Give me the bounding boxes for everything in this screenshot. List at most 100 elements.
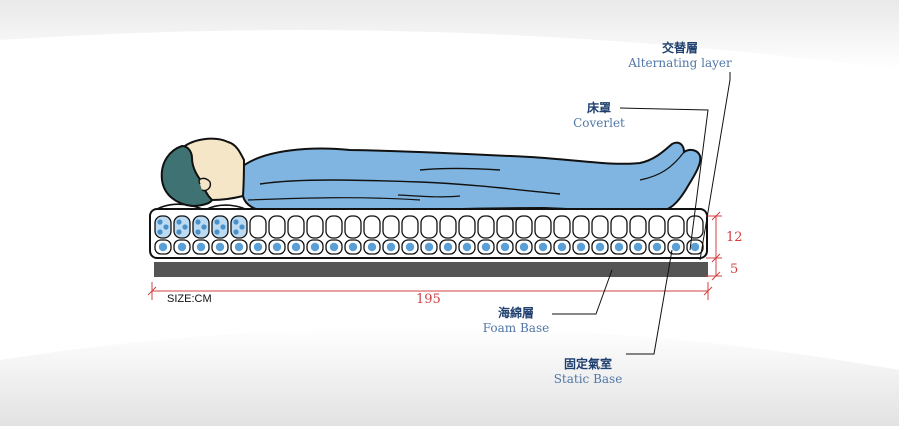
- static-cell-bubble: [272, 242, 282, 252]
- air-bubble: [220, 224, 226, 230]
- alternating-cell: [515, 215, 533, 239]
- alternating-cell: [496, 215, 514, 239]
- alternating-cell: [230, 215, 248, 239]
- air-cell: [591, 215, 609, 255]
- air-bubble: [201, 224, 207, 230]
- coverlet-zh: 床罩: [586, 101, 611, 115]
- static-cell-bubble: [614, 242, 624, 252]
- alternating-cell: [287, 215, 305, 239]
- static-cell-bubble: [310, 242, 320, 252]
- alternating-cell: [553, 215, 571, 239]
- alternating-cell: [363, 215, 381, 239]
- air-cells: [154, 215, 704, 255]
- alternating-cell: [306, 215, 324, 239]
- air-cell: [629, 215, 647, 255]
- alternating-layer-zh: 交替層: [661, 41, 698, 55]
- static-base-zh: 固定氣室: [563, 357, 612, 371]
- air-cell: [401, 215, 419, 255]
- air-bubble: [176, 219, 182, 225]
- air-cell: [344, 215, 362, 255]
- foam-base: [154, 262, 708, 277]
- static-cell-bubble: [538, 242, 548, 252]
- leader-lines: [552, 72, 731, 355]
- air-cell: [496, 215, 514, 255]
- static-cell-bubble: [367, 242, 377, 252]
- alternating-cell: [173, 215, 191, 239]
- static-cell-bubble: [443, 242, 453, 252]
- air-cell: [192, 215, 210, 255]
- foam-base-en: Foam Base: [482, 321, 550, 335]
- alternating-cell: [401, 215, 419, 239]
- alternating-cell: [629, 215, 647, 239]
- alternating-cell: [268, 215, 286, 239]
- air-bubble: [195, 219, 201, 225]
- air-cell: [648, 215, 666, 255]
- static-cell-bubble: [291, 242, 301, 252]
- alternating-cell: [325, 215, 343, 239]
- air-cell: [306, 215, 324, 255]
- air-bubble: [233, 229, 239, 235]
- static-cell-bubble: [234, 242, 244, 252]
- alternating-cell: [477, 215, 495, 239]
- alternating-cell: [534, 215, 552, 239]
- foam-base-zh: 海綿層: [497, 306, 534, 320]
- static-base-label: 固定氣室 Static Base: [548, 357, 628, 387]
- air-cell: [325, 215, 343, 255]
- air-cell: [382, 215, 400, 255]
- foam-base-label: 海綿層 Foam Base: [476, 306, 556, 336]
- coverlet-en: Coverlet: [573, 116, 625, 130]
- air-cell: [572, 215, 590, 255]
- alternating-cell: [667, 215, 685, 239]
- static-cell-bubble: [215, 242, 225, 252]
- static-cell-bubble: [519, 242, 529, 252]
- alternating-cell: [211, 215, 229, 239]
- air-cell: [154, 215, 172, 255]
- air-bubble: [214, 219, 220, 225]
- alternating-cell: [458, 215, 476, 239]
- static-cell-bubble: [652, 242, 662, 252]
- static-cell-bubble: [595, 242, 605, 252]
- alternating-layer-label: 交替層 Alternating layer: [620, 41, 740, 71]
- alternating-cell: [420, 215, 438, 239]
- alternating-cell: [591, 215, 609, 239]
- static-cell-bubble: [405, 242, 415, 252]
- alternating-cell: [382, 215, 400, 239]
- alternating-layer-en: Alternating layer: [628, 56, 732, 70]
- length-dimension: 195: [416, 292, 441, 307]
- air-cell: [458, 215, 476, 255]
- air-cell: [477, 215, 495, 255]
- static-cell-bubble: [196, 242, 206, 252]
- alternating-cell: [572, 215, 590, 239]
- air-cell: [420, 215, 438, 255]
- static-cell-bubble: [576, 242, 586, 252]
- air-cell: [173, 215, 191, 255]
- static-cell-bubble: [386, 242, 396, 252]
- patient-figure: [160, 137, 702, 214]
- static-cell-bubble: [177, 242, 187, 252]
- alternating-cell: [686, 215, 704, 239]
- air-bubble: [182, 224, 188, 230]
- air-bubble: [214, 229, 220, 235]
- alternating-cell: [192, 215, 210, 239]
- static-cell-bubble: [329, 242, 339, 252]
- alternating-cell: [344, 215, 362, 239]
- alternating-cell: [154, 215, 172, 239]
- static-cell-bubble: [690, 242, 700, 252]
- air-bubble: [163, 224, 169, 230]
- air-cell: [363, 215, 381, 255]
- static-cell-bubble: [481, 242, 491, 252]
- patient-body: [242, 141, 702, 214]
- static-cell-bubble: [557, 242, 567, 252]
- alternating-cell: [249, 215, 267, 239]
- air-cell: [667, 215, 685, 255]
- alternating-cell: [648, 215, 666, 239]
- static-cell-bubble: [253, 242, 263, 252]
- size-unit-label: SIZE:CM: [167, 293, 212, 305]
- air-bubble: [195, 229, 201, 235]
- air-bubble: [157, 229, 163, 235]
- static-cell-bubble: [671, 242, 681, 252]
- coverlet-label: 床罩 Coverlet: [560, 101, 638, 131]
- air-cell: [534, 215, 552, 255]
